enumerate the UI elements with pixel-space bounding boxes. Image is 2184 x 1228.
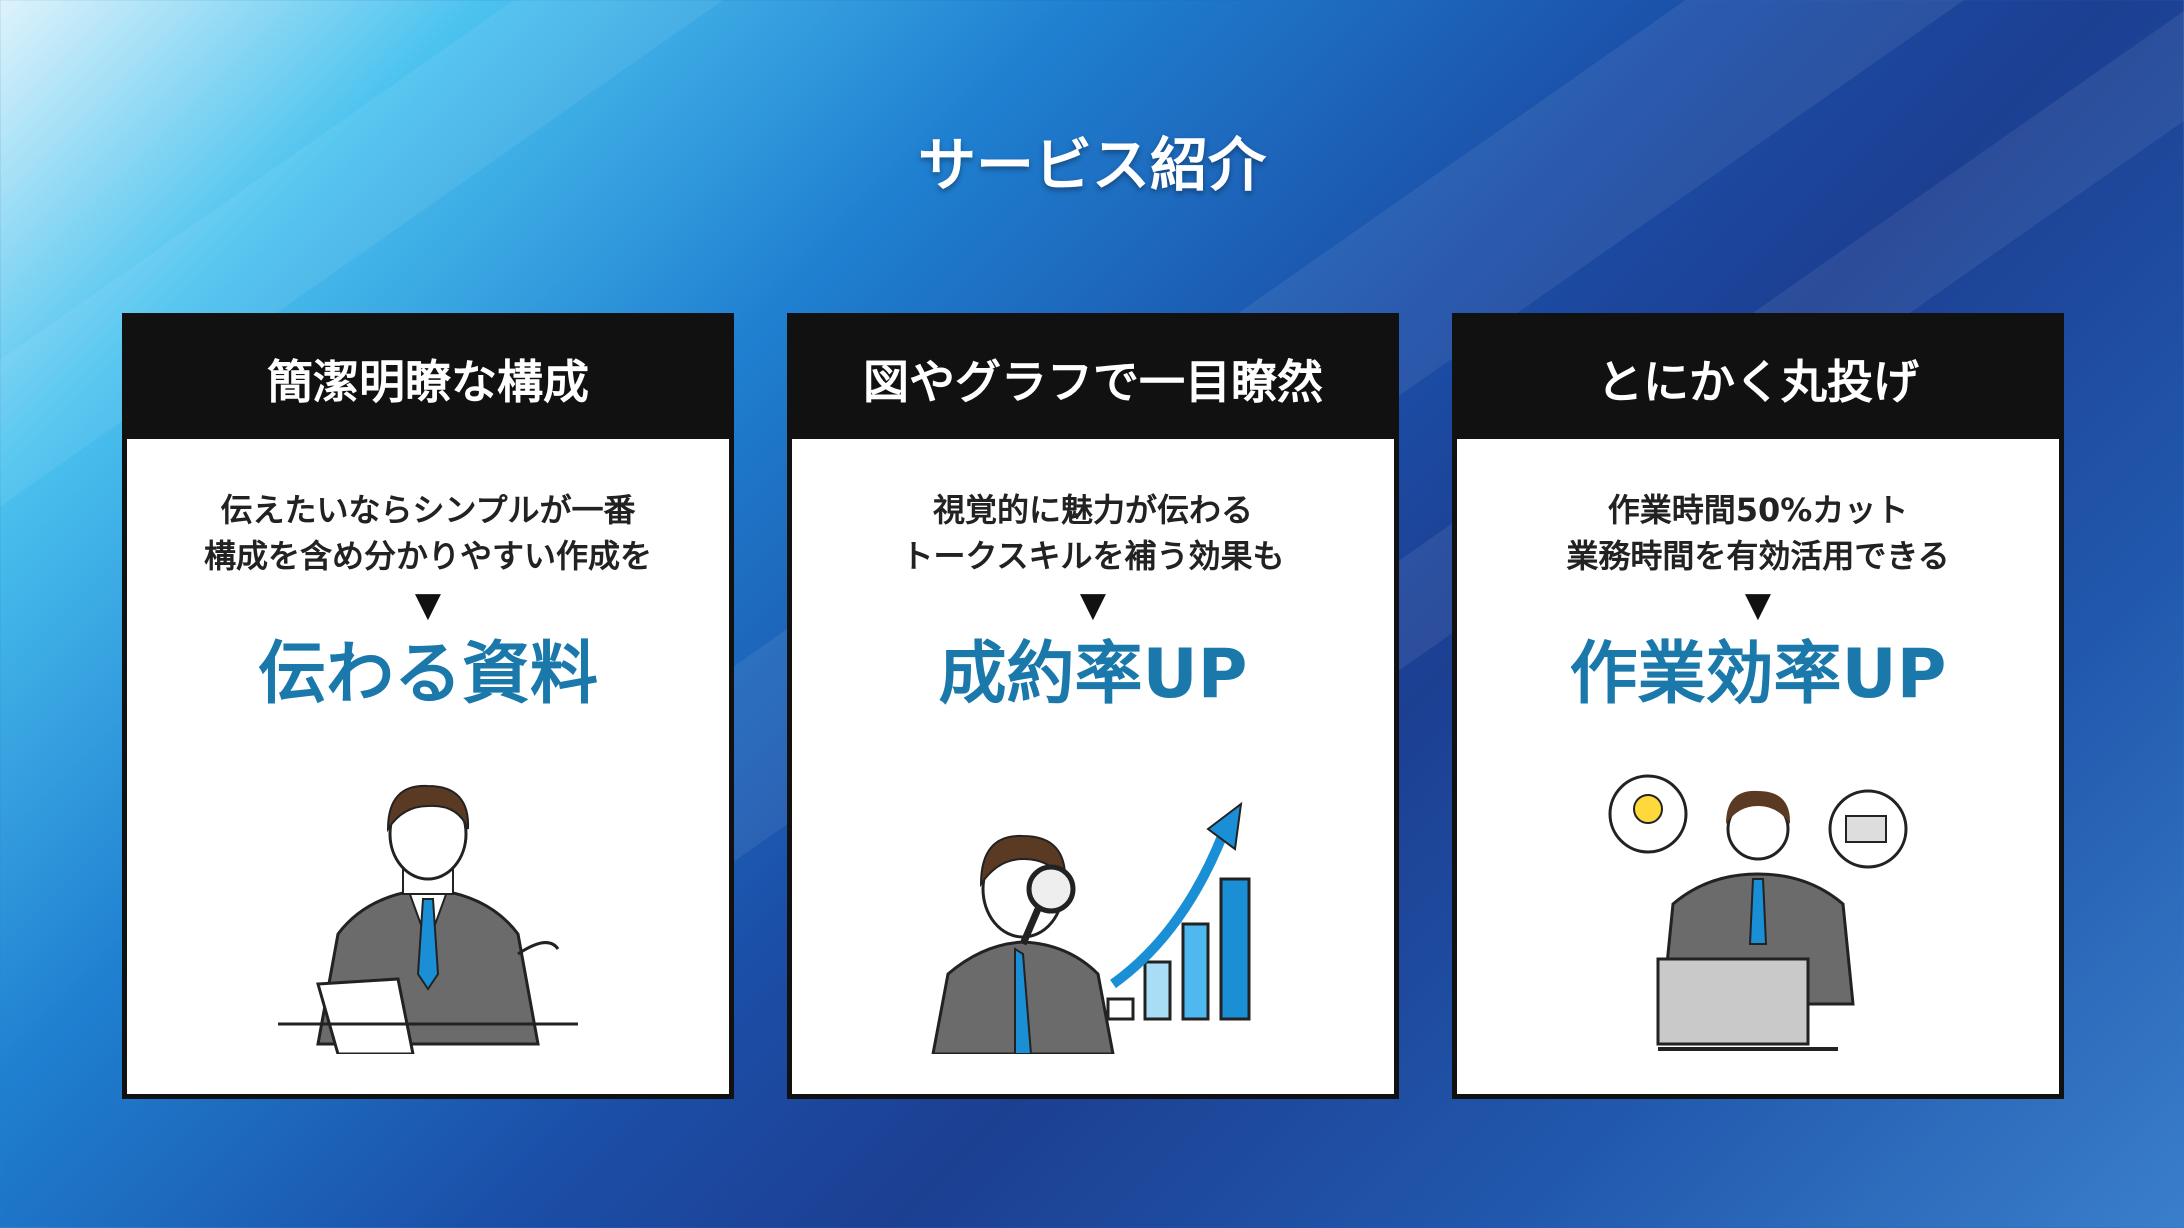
card-heading: 簡潔明瞭な構成 xyxy=(127,318,729,439)
analyst-growth-chart-illustration xyxy=(792,774,1394,1054)
card-outsource: とにかく丸投げ 作業時間50%カット業務時間を有効活用できる ▼ 作業効率UP xyxy=(1452,313,2064,1099)
page-title: サービス紹介 xyxy=(917,131,1266,199)
down-arrow-icon: ▼ xyxy=(1079,585,1107,625)
card-text-line: 伝えたいならシンプルが一番 xyxy=(220,491,636,529)
card-heading: 図やグラフで一目瞭然 xyxy=(792,318,1394,439)
card-visual-charts: 図やグラフで一目瞭然 視覚的に魅力が伝わるトークスキルを補う効果も ▼ 成約率U… xyxy=(787,313,1399,1099)
card-result: 作業効率UP xyxy=(1569,635,1947,714)
card-result: 伝わる資料 xyxy=(257,635,598,714)
card-simple-structure: 簡潔明瞭な構成 伝えたいならシンプルが一番構成を含め分かりやすい作成を ▼ 伝わ… xyxy=(122,313,734,1099)
presenter-illustration xyxy=(127,774,729,1054)
card-result: 成約率UP xyxy=(938,635,1248,714)
down-arrow-icon: ▼ xyxy=(414,585,442,625)
down-arrow-icon: ▼ xyxy=(1744,585,1772,625)
card-heading: とにかく丸投げ xyxy=(1457,318,2059,439)
card-text-line: 業務時間を有効活用できる xyxy=(1566,537,1950,575)
card-text-line: 作業時間50%カット xyxy=(1607,491,1909,529)
card-text-line: 構成を含め分かりやすい作成を xyxy=(203,537,652,575)
card-text-line: トークスキルを補う効果も xyxy=(901,537,1285,575)
laptop-worker-illustration xyxy=(1457,774,2059,1054)
card-text-line: 視覚的に魅力が伝わる xyxy=(932,491,1253,529)
